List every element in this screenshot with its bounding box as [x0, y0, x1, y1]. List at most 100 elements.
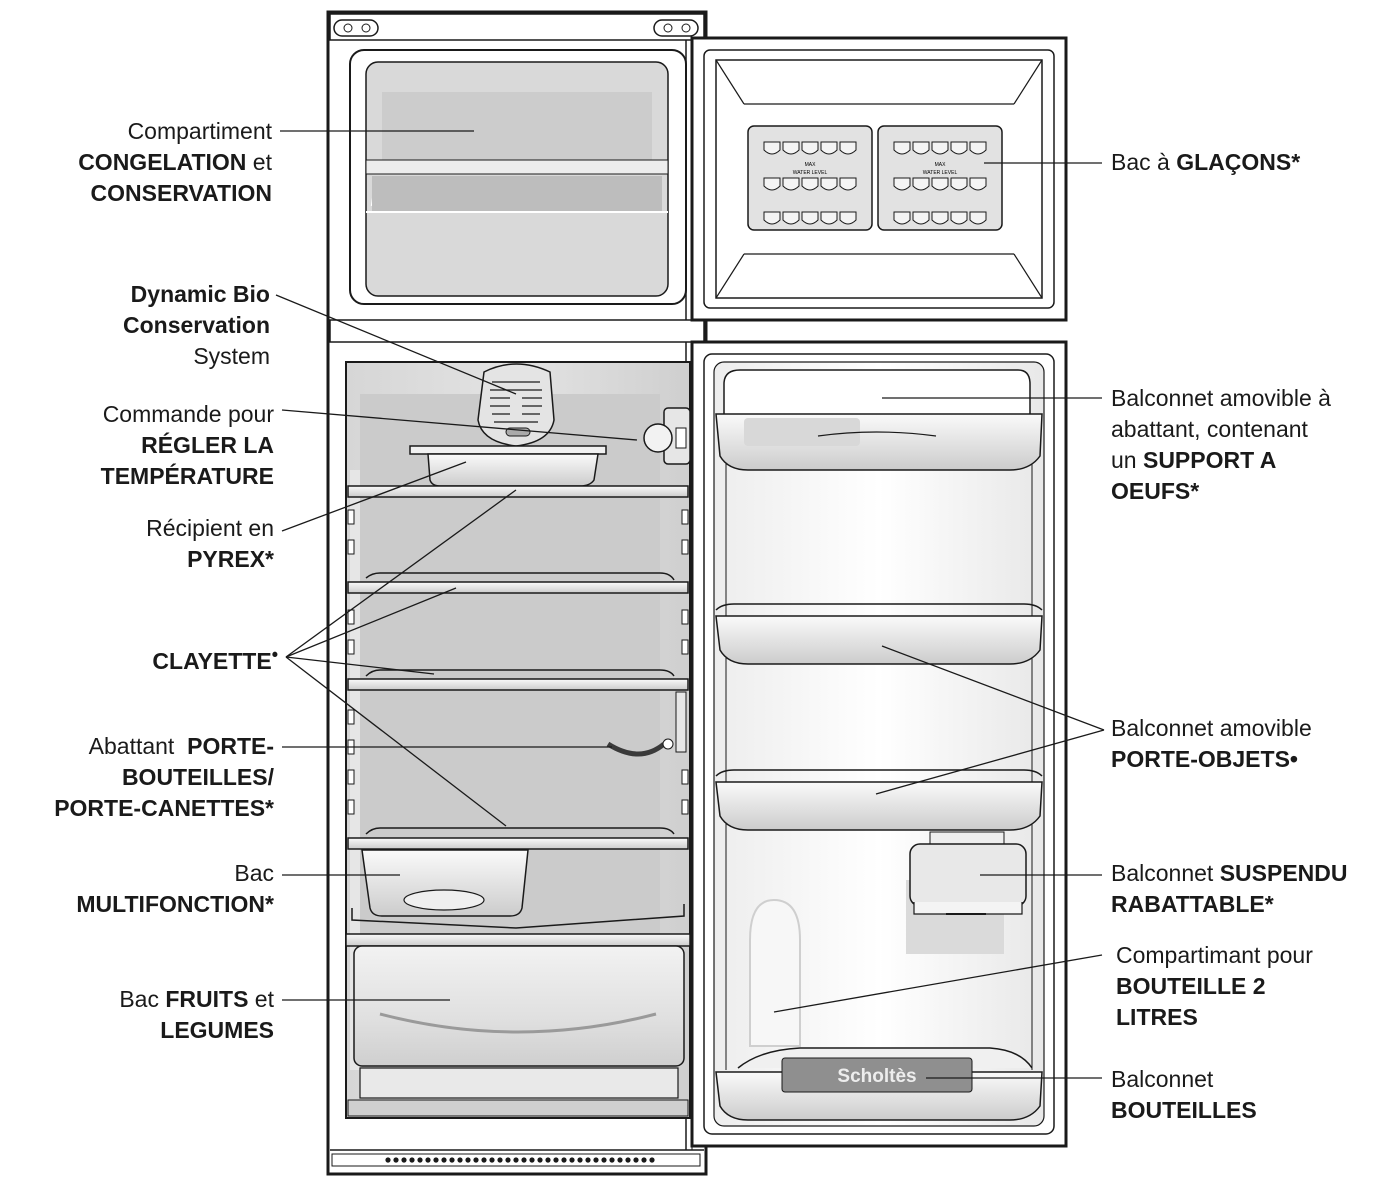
leader-line-bouteille-2l — [773, 954, 1103, 1013]
ice-cup — [839, 141, 857, 155]
label-suspendu-line2: RABATTABLE* — [1111, 891, 1274, 917]
label-balconnet-oeufs-line4: OEUFS* — [1111, 478, 1200, 504]
dynamic-bio-fan — [477, 363, 555, 447]
label-clayette-text: CLAYETTE — [152, 648, 272, 674]
label-abattant-line3: PORTE-CANETTES* — [54, 795, 274, 821]
freezer-compartment — [349, 49, 687, 305]
vent-hole — [457, 1157, 463, 1163]
ice-cup — [839, 177, 857, 191]
label-bouteilles: Balconnet BOUTEILLES — [1111, 1064, 1257, 1126]
label-clayette: CLAYETTE• — [152, 644, 278, 677]
label-fruits-line1b: FRUITS — [165, 986, 249, 1012]
label-balconnet-oeufs-line3a: un — [1111, 447, 1143, 473]
ice-cup — [763, 141, 781, 155]
vent-hole — [425, 1157, 431, 1163]
crisper-drawer — [347, 945, 689, 1117]
ice-cup — [969, 211, 987, 225]
label-suspendu-line1a: Balconnet — [1111, 860, 1220, 886]
vent-hole — [641, 1157, 647, 1163]
ice-cup — [912, 177, 930, 191]
label-abattant: Abattant PORTE- BOUTEILLES/ PORTE-CANETT… — [54, 731, 274, 824]
ice-cup — [931, 177, 949, 191]
multifunction-bin — [361, 849, 529, 917]
vent-hole — [553, 1157, 559, 1163]
label-bouteille-2l-line3: LITRES — [1116, 1004, 1198, 1030]
vent-hole — [569, 1157, 575, 1163]
leader-line-pyrex — [281, 461, 467, 532]
temperature-control-knob — [643, 407, 691, 465]
egg-balcony — [715, 369, 1043, 471]
vent-hole — [521, 1157, 527, 1163]
ice-tray-level-text: WATER LEVEL — [793, 170, 828, 176]
leader-line-porte-objets-1 — [881, 645, 1105, 731]
label-glacons-line1a: Bac à — [1111, 149, 1177, 175]
label-bouteille-2l: Compartimant pour BOUTEILLE 2 LITRES — [1116, 940, 1313, 1033]
vent-hole — [649, 1157, 655, 1163]
label-congelation-line1: Compartiment — [127, 118, 272, 144]
label-dynamic-line2: Conservation — [123, 312, 270, 338]
vent-hole — [409, 1157, 415, 1163]
label-congelation-bold: CONGELATION — [78, 149, 247, 175]
leader-line-clayette-1 — [285, 489, 517, 658]
shelf-4 — [347, 827, 689, 850]
ice-cup — [763, 211, 781, 225]
ice-cube-tray-right: MAX WATER LEVEL — [877, 125, 1003, 231]
hinge-top-right — [653, 19, 699, 37]
ice-tray-max-text: MAX — [805, 162, 817, 168]
label-fruits-line2: LEGUMES — [160, 1017, 274, 1043]
label-pyrex-line1: Récipient en — [146, 515, 274, 541]
ice-cup — [820, 211, 838, 225]
label-glacons: Bac à GLAÇONS* — [1111, 147, 1300, 178]
ice-cup — [950, 211, 968, 225]
pyrex-dish — [409, 445, 607, 487]
label-porte-objets-line1: Balconnet amovible — [1111, 715, 1312, 741]
label-dynamic-line1: Dynamic Bio — [130, 281, 270, 307]
leader-line-commande — [281, 409, 638, 441]
vent-hole — [489, 1157, 495, 1163]
label-abattant-line1b: PORTE- — [187, 733, 274, 759]
door-shelf-2 — [715, 769, 1043, 831]
two-liter-bottle-slot — [749, 898, 801, 1047]
ice-cup — [931, 141, 949, 155]
ice-cup — [782, 141, 800, 155]
label-glacons-line1b: GLAÇONS* — [1176, 149, 1301, 175]
label-congelation-et: et — [246, 149, 272, 175]
ice-cup — [820, 141, 838, 155]
label-suspendu: Balconnet SUSPENDU RABATTABLE* — [1111, 858, 1348, 920]
leader-line-clayette-2 — [285, 587, 457, 658]
label-commande-line1: Commande pour — [102, 401, 274, 427]
ice-cup — [839, 211, 857, 225]
label-suspendu-line1b: SUSPENDU — [1219, 860, 1348, 886]
ice-cup — [763, 177, 781, 191]
ice-cup — [801, 177, 819, 191]
vent-hole — [561, 1157, 567, 1163]
label-multifonction-line2: MULTIFONCTION* — [76, 891, 274, 917]
label-abattant-line1a: Abattant — [88, 733, 188, 759]
vent-hole — [513, 1157, 519, 1163]
label-bouteille-2l-line2: BOUTEILLE 2 — [1116, 973, 1266, 999]
leader-lines — [275, 130, 1105, 1079]
shelf-2 — [347, 572, 689, 594]
label-balconnet-oeufs: Balconnet amovible à abattant, contenant… — [1111, 383, 1331, 507]
vent-hole — [417, 1157, 423, 1163]
vent-hole — [529, 1157, 535, 1163]
ice-cup — [820, 177, 838, 191]
label-commande-line3: TEMPÉRATURE — [100, 463, 274, 489]
ice-cup — [931, 211, 949, 225]
vent-hole — [625, 1157, 631, 1163]
vent-hole — [393, 1157, 399, 1163]
label-multifonction: Bac MULTIFONCTION* — [76, 858, 274, 920]
ice-cup — [893, 177, 911, 191]
vent-hole — [545, 1157, 551, 1163]
vent-hole — [537, 1157, 543, 1163]
label-dynamic-line3: System — [193, 343, 270, 369]
label-congelation: Compartiment CONGELATION et CONSERVATION — [78, 116, 272, 209]
label-clayette-mark: • — [271, 644, 278, 665]
bottle-holder-flap — [606, 691, 687, 757]
label-commande: Commande pour RÉGLER LA TEMPÉRATURE — [101, 399, 274, 492]
vent-hole — [585, 1157, 591, 1163]
vent-hole — [593, 1157, 599, 1163]
label-pyrex: Récipient en PYREX* — [146, 513, 274, 575]
leader-line-clayette-4 — [285, 656, 507, 827]
